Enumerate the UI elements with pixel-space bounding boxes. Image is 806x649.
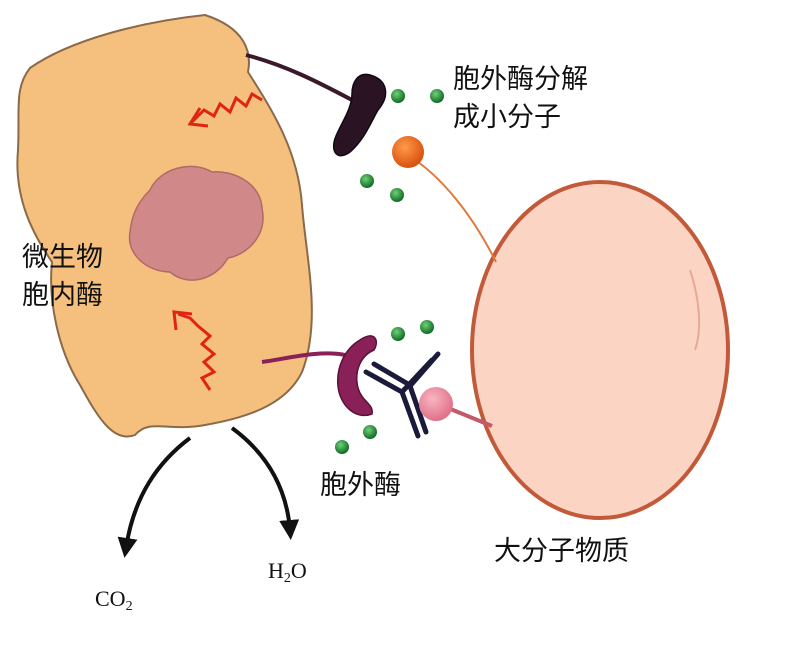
co2-label: CO2: [95, 586, 133, 614]
top-enzyme-label-line1: 胞外酶分解: [453, 64, 588, 95]
co2-main: CO: [95, 586, 126, 611]
h2o-arrow: [230, 426, 300, 540]
small-molecule: [360, 174, 374, 188]
small-molecule: [391, 327, 405, 341]
small-molecule: [335, 440, 349, 454]
magenta-enzyme: [337, 335, 378, 417]
h2o-label: H2O: [268, 558, 307, 586]
co2-subscript: 2: [126, 599, 133, 614]
small-molecule: [430, 89, 444, 103]
antibody-enzyme: [363, 351, 441, 439]
macromolecule-label: 大分子物质: [494, 536, 629, 567]
small-molecule: [391, 89, 405, 103]
small-molecule: [390, 188, 404, 202]
top-enzyme-label-line2: 成小分子: [453, 102, 561, 133]
lower-enzyme-tether: [261, 351, 346, 364]
pink-subunit: [419, 387, 453, 421]
small-molecules: [335, 89, 444, 454]
red-arrow-lower: [172, 310, 217, 391]
dark-enzyme: [332, 73, 387, 157]
orange-link: [417, 161, 497, 263]
intracellular-label-line1: 微生物: [22, 242, 103, 273]
macromolecule-body: [470, 180, 730, 520]
h2o-subscript: 2: [284, 571, 291, 586]
cell-nucleus: [128, 165, 264, 281]
intracellular-label-line2: 胞内酶: [22, 280, 103, 311]
upper-enzyme-tether: [245, 53, 353, 102]
h2o-o: O: [291, 558, 307, 583]
small-molecule: [363, 425, 377, 439]
red-arrow-upper: [187, 91, 263, 128]
intracellular-enzyme-label: 微生物 胞内酶: [22, 242, 112, 311]
pink-link: [447, 406, 493, 428]
top-enzyme-label: 胞外酶分解 成小分子: [453, 64, 597, 133]
extracellular-enzyme-label: 胞外酶: [320, 470, 401, 501]
macromolecule-highlight: [689, 269, 701, 351]
orange-subunit: [392, 136, 424, 168]
co2-arrow: [117, 436, 192, 558]
h2o-h: H: [268, 558, 284, 583]
small-molecule: [420, 320, 434, 334]
